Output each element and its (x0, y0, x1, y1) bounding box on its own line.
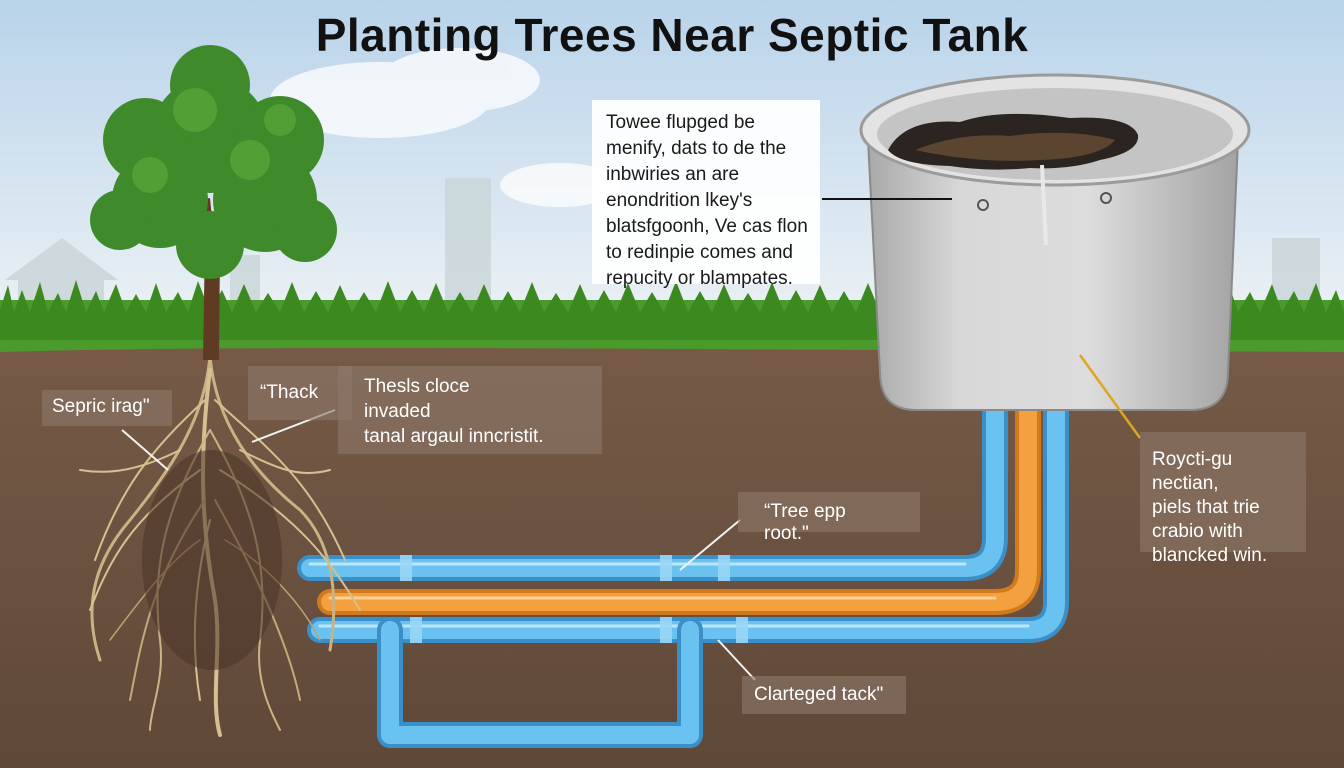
callout-lines (121, 198, 1142, 681)
invaded-line-3: tanal argaul inncristit. (364, 426, 544, 447)
septic-tag-label: Sepric irag" (42, 390, 172, 426)
tank-note-line-4: enondrition lkey's (606, 190, 753, 211)
tree (90, 45, 337, 360)
clouds (270, 48, 620, 207)
septic-tank (859, 73, 1251, 411)
thack-text: “Thack (260, 382, 319, 403)
right-note-line-3: crabio with (1152, 521, 1243, 542)
tank-note-box: Towee flupged be menify, dats to de the … (592, 100, 820, 289)
right-note-label: Roycti-gu nectian, piels that trie crabi… (1140, 432, 1306, 566)
clogged-text: Clarteged tack" (754, 684, 884, 705)
invaded-line-1: Thesls cloce (364, 376, 470, 397)
right-note-line-2: piels that trie (1152, 497, 1260, 518)
tank-note-line-3: inbwiries an are (606, 164, 740, 185)
page-title: Planting Trees Near Septic Tank (315, 9, 1029, 61)
pipe-network (297, 397, 1069, 748)
tank-note-line-6: to redinpie comes and (606, 242, 793, 263)
tank-note-line-1: Towee flupged be (606, 112, 755, 133)
right-note-line-4: blancked win. (1152, 545, 1268, 566)
septic-tag-line (121, 429, 169, 471)
tank-note-line-5: blatsfgoonh, Ve cas flon (606, 216, 808, 237)
root-ball (142, 450, 282, 670)
tree-root-text: “Tree epp root." (764, 501, 846, 544)
thack-label: “Thack (248, 366, 352, 420)
invaded-line-2: invaded (364, 401, 431, 422)
invaded-label: Thesls cloce invaded tanal argaul inncri… (338, 366, 602, 454)
tank-note-line-7: repucity or blampates. (606, 268, 793, 289)
tank-yellow-line (1078, 354, 1142, 439)
tree-root-label: “Tree epp root." (738, 492, 920, 544)
septic-tag-text: Sepric irag" (52, 396, 150, 417)
tree-root-line (679, 519, 741, 571)
clogged-label: Clarteged tack" (742, 676, 906, 714)
tank-note-line-2: menify, dats to de the (606, 138, 787, 159)
clogged-line (717, 639, 756, 681)
pipe-joints (400, 555, 748, 643)
right-note-line-1: Roycti-gu nectian, (1152, 449, 1233, 494)
